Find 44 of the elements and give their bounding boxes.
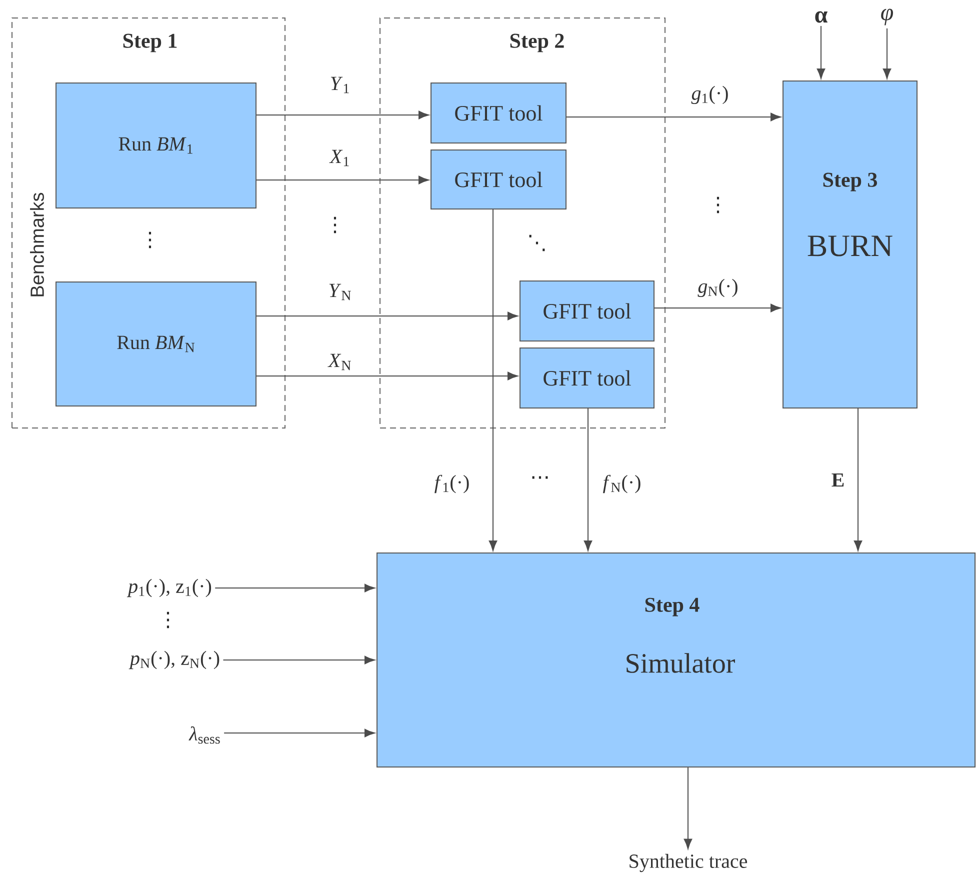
input-label: Synthetic trace [630, 854, 748, 872]
input-label: α [815, 11, 828, 23]
edge-label: g$_{N}$(·) [696, 278, 740, 298]
arrow [256, 110, 429, 120]
process-box: GFIT tool [520, 280, 654, 342]
edge-label: Y$_{1}$ [328, 76, 352, 94]
ellipsis: ⋯ [532, 476, 548, 479]
process-box: Run BM$_{1}$ [56, 82, 256, 208]
arrow [584, 408, 592, 551]
arrow [256, 312, 518, 320]
arrow [214, 584, 375, 592]
input-label: λ$_{sess}$ [188, 726, 220, 744]
arrow [854, 408, 862, 551]
edge-label: Y$_{N}$ [327, 282, 353, 302]
arrow [256, 372, 518, 380]
arrow [882, 28, 892, 79]
input-label: φ [881, 8, 893, 26]
arrow [684, 767, 692, 850]
arrow [566, 112, 781, 122]
process-box: Step 4 Simulator [376, 552, 976, 768]
arrow [256, 176, 429, 184]
process-box: GFIT tool [520, 348, 654, 408]
process-box: Run BM$_{N}$ [56, 282, 256, 406]
arrow [654, 304, 781, 312]
arrow [224, 728, 375, 738]
ellipsis: ⋮ [716, 196, 720, 214]
edge-label: X$_{N}$ [327, 352, 353, 372]
process-box: GFIT tool [430, 82, 566, 144]
ellipsis: ⋮ [148, 232, 152, 248]
edge-label: f$_{1}$(·) [433, 474, 471, 494]
input-label: p$_{1}$(·), z$_{1}$(·) [126, 578, 212, 598]
arrow [488, 209, 498, 551]
edge-label: g$_{1}$(·) [690, 84, 730, 106]
arrow [222, 656, 375, 664]
process-box: GFIT tool [430, 150, 566, 210]
edge-label: X$_{1}$ [328, 148, 352, 168]
ellipsis: ⋮ [334, 216, 336, 234]
edge-label: E [830, 472, 846, 488]
edge-label: f$_{N}$(·) [602, 474, 642, 494]
ellipsis: ⋮ [166, 612, 170, 628]
arrow [816, 25, 826, 79]
process-box: Step 3 BURN [782, 80, 918, 408]
input-label: p$_{N}$(·), z$_{N}$(·) [128, 650, 220, 670]
ellipsis: ⋱ [529, 234, 545, 252]
